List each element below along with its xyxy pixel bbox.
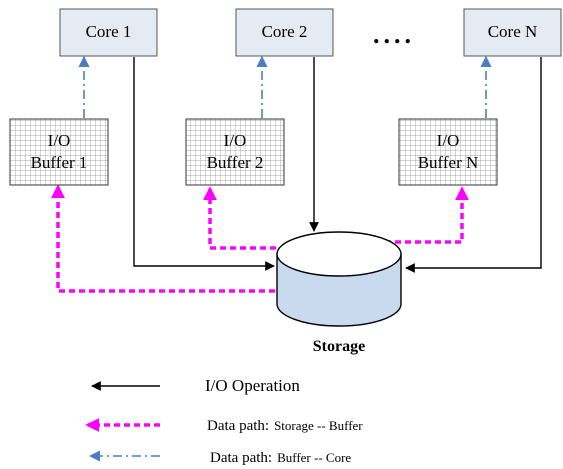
core-1-box: Core 1 xyxy=(59,8,158,57)
core-2-box: Core 2 xyxy=(235,8,334,57)
io-line-core-n xyxy=(405,57,542,273)
legend-buffer-core-prefix: Data path: xyxy=(210,450,272,466)
io-line-core-1 xyxy=(133,57,275,271)
core-2-label: Core 2 xyxy=(262,22,308,41)
io-buffer-1-line1: I/O xyxy=(48,131,71,150)
legend-buffer-core-label: Data path: Buffer -- Core xyxy=(210,450,351,466)
io-buffer-1-line2: Buffer 1 xyxy=(31,153,88,172)
data-path-buffer-n xyxy=(385,186,469,244)
io-buffer-2-line1: I/O xyxy=(224,131,247,150)
io-buffer-n-line2: Buffer N xyxy=(418,153,479,172)
core-1-label: Core 1 xyxy=(86,22,132,41)
storage-label: Storage xyxy=(313,338,365,355)
legend-storage-buffer-label: Data path: Storage -- Buffer xyxy=(207,418,363,434)
data-path-buffer-2 xyxy=(203,186,286,250)
storage-buffer-paths xyxy=(51,184,469,293)
legend: I/O Operation Data path: Storage -- Buffe… xyxy=(85,376,363,466)
legend-storage-buffer-prefix: Data path: xyxy=(207,418,269,434)
data-path-buffer-1 xyxy=(51,184,275,293)
io-buffer-n-line1: I/O xyxy=(437,131,460,150)
io-buffer-2: I/O Buffer 2 xyxy=(185,118,285,186)
legend-buffer-core-detail: Buffer -- Core xyxy=(277,450,351,465)
io-buffer-1: I/O Buffer 1 xyxy=(9,118,109,186)
io-buffer-2-line2: Buffer 2 xyxy=(207,153,264,172)
legend-storage-buffer: Data path: Storage -- Buffer xyxy=(85,418,363,434)
cores-ellipsis: .... xyxy=(373,20,415,49)
legend-storage-buffer-detail: Storage -- Buffer xyxy=(274,418,363,433)
legend-buffer-core: Data path: Buffer -- Core xyxy=(88,450,351,466)
legend-io-operation: I/O Operation xyxy=(91,376,300,395)
buffer-core-paths xyxy=(78,55,492,118)
storage-cylinder xyxy=(276,231,402,327)
core-n-label: Core N xyxy=(488,22,538,41)
io-buffer-n: I/O Buffer N xyxy=(398,118,498,186)
core-n-box: Core N xyxy=(463,8,562,57)
legend-io-operation-label: I/O Operation xyxy=(205,376,300,395)
io-operation-lines xyxy=(133,57,542,273)
